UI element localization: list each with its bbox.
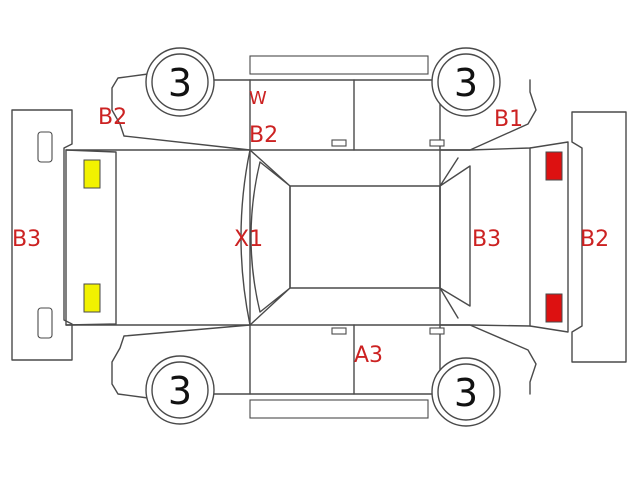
front-bumper-slot-bottom [37, 307, 53, 339]
front-lamp-bottom [83, 283, 101, 313]
damage-code-pillar-w: W [249, 88, 267, 109]
rear-lamp-top [545, 151, 563, 181]
upper-door-front [249, 79, 355, 151]
damage-code-pillar-b: B2 [249, 123, 278, 148]
roof [289, 185, 441, 289]
rear-bumper [571, 111, 627, 363]
lower-roof-rail [249, 399, 429, 419]
wheel-rear-right: 3 [431, 357, 501, 427]
damage-code-left-rear-door: A3 [354, 343, 383, 368]
damage-code-trunk: B3 [472, 227, 501, 252]
damage-code-hood: X1 [234, 227, 263, 252]
rear-deck-outline [439, 141, 569, 333]
damage-code-front-left-fender: B2 [98, 105, 127, 130]
lower-door-handle-rear [429, 327, 445, 335]
wheel-rear-left: 3 [145, 355, 215, 425]
front-bumper [11, 109, 73, 361]
front-bumper-slot-top [37, 131, 53, 163]
lower-side-profile [111, 324, 537, 399]
damage-code-front-bumper: B3 [12, 227, 41, 252]
rear-lamp-bottom [545, 293, 563, 323]
front-lamp-housing [65, 149, 117, 326]
wheel-rear-right-label: 3 [454, 371, 478, 415]
lower-door-dividers [249, 324, 355, 395]
front-lamp-top [83, 159, 101, 189]
upper-roof-rail [249, 55, 429, 75]
damage-code-rear-bumper: B2 [580, 227, 609, 252]
wheel-rear-left-label: 3 [168, 369, 192, 413]
wheel-front-left-label: 3 [168, 61, 192, 105]
wheel-front-left: 3 [145, 47, 215, 117]
rear-window [439, 157, 471, 319]
wheel-front-right: 3 [431, 47, 501, 117]
upper-side-profile [111, 73, 537, 151]
lower-door-handle-front [331, 327, 347, 335]
upper-door-handle-front [331, 139, 347, 147]
upper-door-handle-rear [429, 139, 445, 147]
wheel-front-right-label: 3 [454, 61, 478, 105]
damage-code-right-rear-fender: B1 [494, 107, 523, 132]
